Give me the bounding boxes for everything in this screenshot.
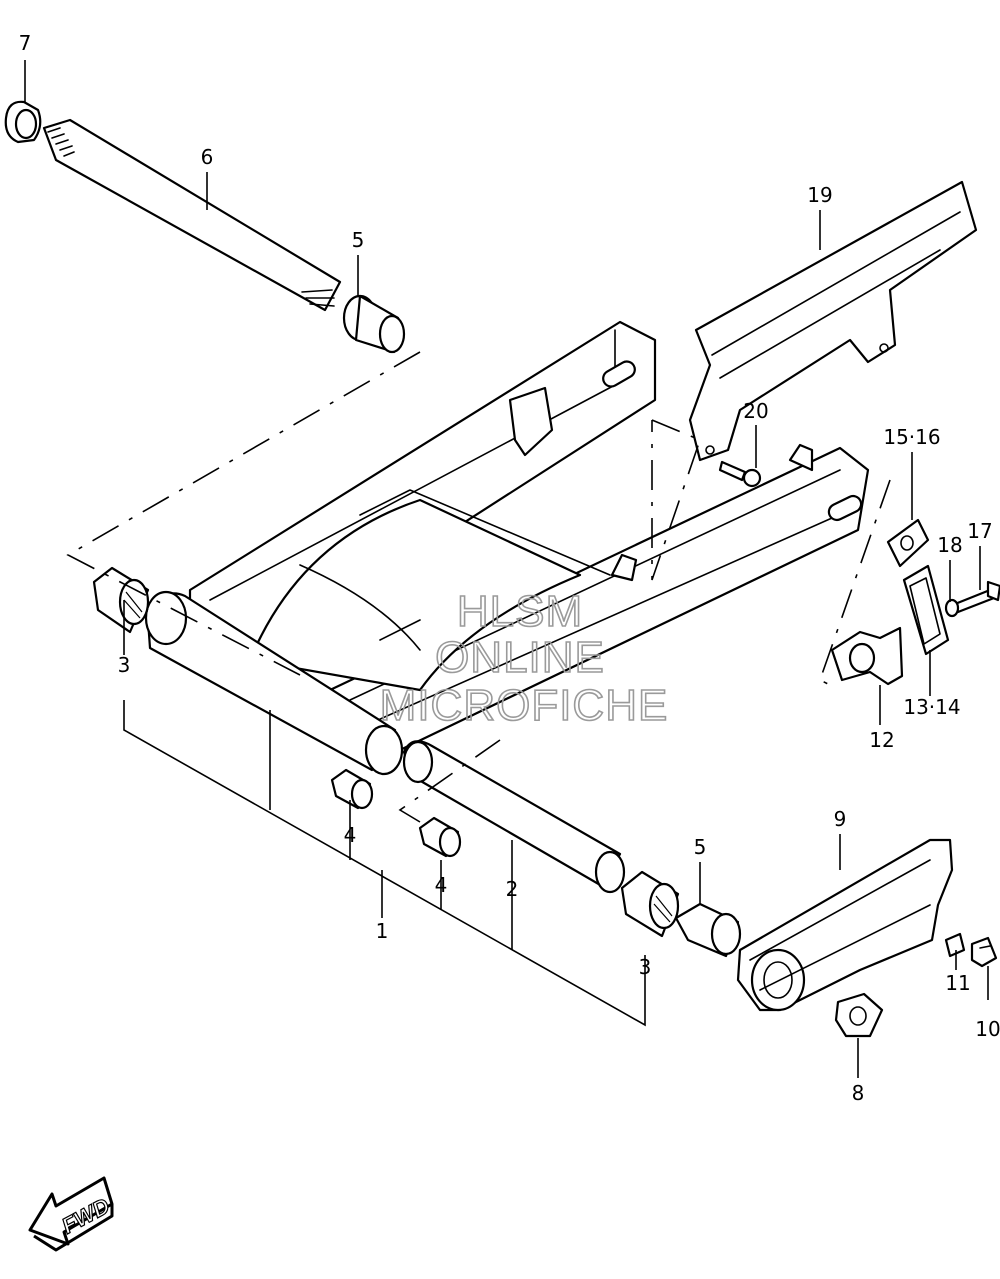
watermark-line-3: MICROFICHE [380,681,669,730]
callout-12: 12 [869,728,894,752]
part-13-14-plate [902,564,950,656]
callout-3-left: 3 [118,653,131,677]
callout-labels: 7 6 5 19 20 15·16 17 18 3 4 4 2 1 5 9 3 … [19,31,1000,1105]
callout-7: 7 [19,31,32,55]
callout-4-right: 4 [435,873,448,897]
part-3-bearing-left [92,566,150,634]
callout-19: 19 [807,183,832,207]
part-12-adjuster [830,626,904,686]
part-6-pivot-shaft [42,118,342,312]
part-7-nut [4,100,42,144]
part-1-swingarm [144,320,870,776]
callout-3-right: 3 [639,955,652,979]
part-4-needle-right [418,816,462,858]
callout-13-14: 13·14 [903,695,960,719]
callout-11: 11 [945,971,970,995]
part-10-bolt [970,936,998,968]
callout-4-left: 4 [344,823,357,847]
part-19-chain-cover [688,180,978,462]
part-20-screw [718,460,762,488]
watermark-line-1: HLSM [457,587,583,636]
callout-10: 10 [975,1017,1000,1041]
part-11-collar [944,932,966,958]
callout-15-16: 15·16 [883,425,940,449]
callout-18: 18 [937,533,962,557]
part-17-bolt [953,580,1000,614]
part-5-collar-upper [342,294,406,354]
callout-17: 17 [967,519,992,543]
callout-6: 6 [201,145,214,169]
callout-1: 1 [376,919,389,943]
callout-5-upper: 5 [352,228,365,252]
fwd-arrow: FWD [28,1176,114,1252]
part-18-washer [944,598,960,618]
part-3-bearing-right [620,870,680,938]
part-2-spacer [402,740,626,894]
bracket-leaders [123,700,646,1027]
callout-20: 20 [743,399,768,423]
part-15-16-shim [886,518,930,568]
callout-leaders [24,60,989,1078]
watermark: HLSM ONLINE MICROFICHE [379,586,669,731]
callout-9: 9 [834,807,847,831]
part-9-chain-case [736,838,954,1012]
watermark-line-2: ONLINE [435,633,605,682]
part-8-nut [834,992,884,1038]
assembly-lines [66,351,891,823]
callout-5-lower: 5 [694,835,707,859]
callout-8: 8 [852,1081,865,1105]
part-4-needle-left [330,768,374,810]
callout-2: 2 [506,877,519,901]
part-5-collar-lower [674,902,742,958]
